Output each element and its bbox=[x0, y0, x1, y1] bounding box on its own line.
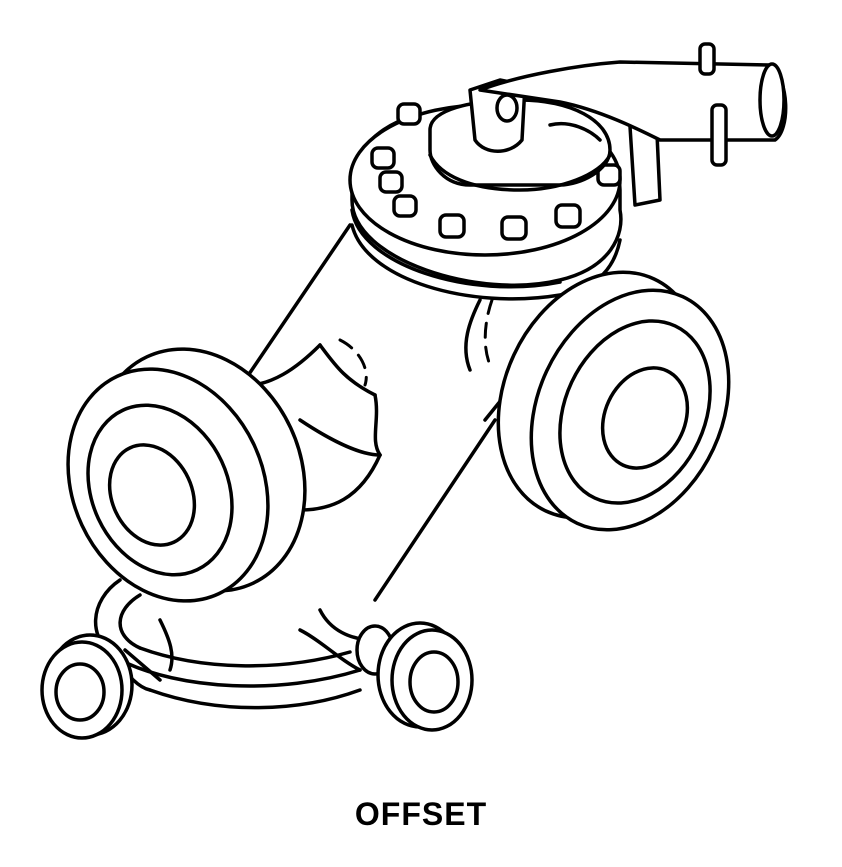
actuator-lever bbox=[428, 42, 788, 207]
lower-left-flange bbox=[40, 633, 134, 740]
left-flange bbox=[66, 347, 307, 603]
lower-right-flange bbox=[376, 621, 474, 732]
bonnet-bolts bbox=[370, 102, 622, 241]
bypass-loop bbox=[93, 578, 395, 710]
right-flange bbox=[496, 270, 731, 532]
figure-caption: OFFSET bbox=[354, 796, 488, 832]
